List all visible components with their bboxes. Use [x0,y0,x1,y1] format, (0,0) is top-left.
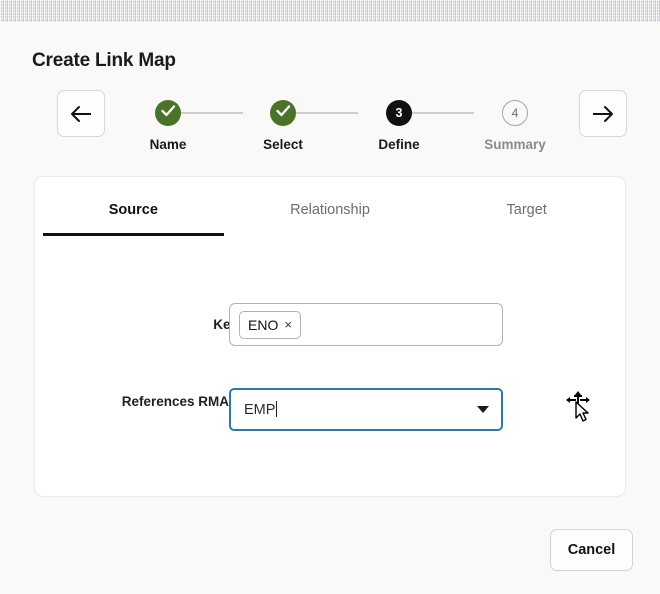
tab-source[interactable]: Source [35,177,232,236]
step-node-select [270,100,296,126]
remove-chip-icon[interactable]: × [284,317,292,332]
references-rmap-value-wrap: EMP [244,401,477,418]
field-row-key: Key ENO × [35,303,625,347]
arrow-right-icon [591,105,615,123]
tab-target-label: Target [506,201,547,218]
tab-source-label: Source [108,201,158,218]
page-title: Create Link Map [32,50,176,71]
step-list: Name Select 3 Define [128,90,558,168]
card-footer: Cancel [0,529,660,589]
page-root: Create Link Map [0,22,660,594]
step-node-summary: 4 [502,100,528,126]
step-node-name [155,100,181,126]
cancel-button[interactable]: Cancel [550,529,633,571]
key-chip-eno[interactable]: ENO × [239,310,301,339]
step-label-define: Define [378,137,420,152]
wizard-stepper: Name Select 3 Define [0,90,660,168]
step-label-select: Select [263,137,303,152]
tab-relationship-label: Relationship [290,201,370,218]
arrow-left-icon [69,105,93,123]
references-rmap-value: EMP [244,402,276,418]
step-label-summary: Summary [484,137,546,152]
window-chrome-strip [0,0,660,23]
step-connector-3 [399,112,474,114]
step-number-define: 3 [395,105,403,120]
next-button[interactable] [579,90,627,137]
step-item-define[interactable]: 3 Define [344,90,454,152]
key-chip-label: ENO [248,316,279,333]
key-label: Key [213,317,238,332]
check-icon [275,104,291,122]
step-node-define: 3 [386,100,412,126]
step-connector-1 [168,112,243,114]
references-rmap-label: References RMAP [121,394,238,409]
wizard-card: Source Relationship Target Key ENO × [34,176,626,497]
check-icon [160,104,176,122]
tab-target[interactable]: Target [428,177,625,234]
references-rmap-select[interactable]: EMP [229,388,503,431]
text-caret [276,401,278,417]
step-item-select[interactable]: Select [228,90,338,152]
step-item-summary[interactable]: 4 Summary [460,90,570,152]
step-connector-2 [283,112,358,114]
chevron-down-icon[interactable] [477,406,489,413]
key-input[interactable]: ENO × [229,303,503,346]
step-label-name: Name [149,137,187,152]
back-button[interactable] [57,90,105,137]
tab-bar: Source Relationship Target [35,177,625,236]
tab-relationship[interactable]: Relationship [232,177,429,234]
step-item-name[interactable]: Name [113,90,223,152]
field-row-references-rmap: References RMAP EMP [35,388,625,432]
step-number-summary: 4 [511,106,519,120]
